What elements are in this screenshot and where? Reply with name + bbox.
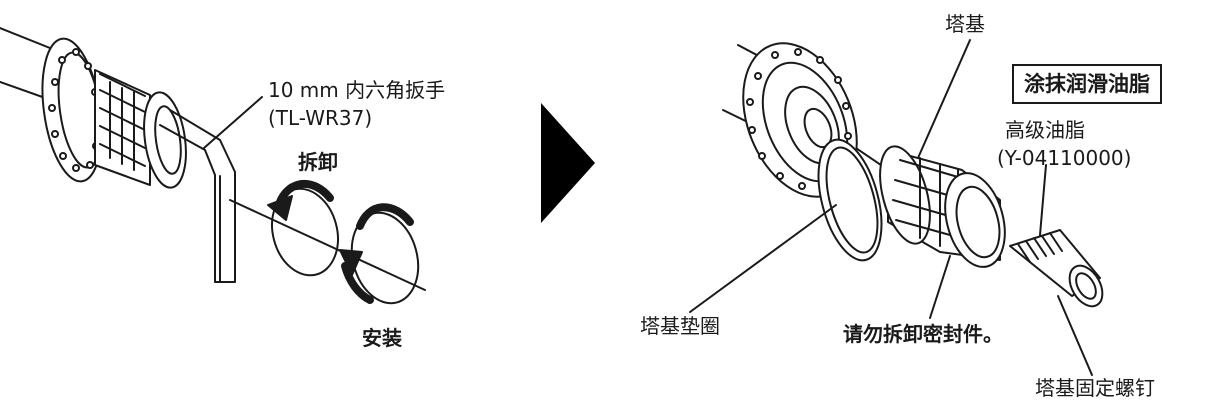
fixing-bolt-label: 塔基固定螺钉 [1035,376,1155,400]
grease-code-label: (Y-04110000) [997,146,1132,170]
left-rotation-arrows [229,179,426,305]
freehub-body-label: 塔基 [945,12,985,36]
apply-grease-box: 涂抹润滑油脂 [1012,64,1162,104]
grease-name-label: 高级油脂 [1005,118,1085,142]
hex-wrench-code: (TL-WR37) [268,106,373,130]
right-exploded-illustration [689,39,1104,376]
install-label: 安装 [362,326,402,350]
left-hub-illustration [0,27,263,283]
washer-label: 塔基垫圈 [640,314,720,338]
hex-wrench-label: 10 mm 内六角扳手 [268,78,446,102]
remove-label: 拆卸 [298,150,338,174]
direction-arrow-icon [541,103,595,223]
warning-label: 请勿拆卸密封件。 [843,322,1003,346]
